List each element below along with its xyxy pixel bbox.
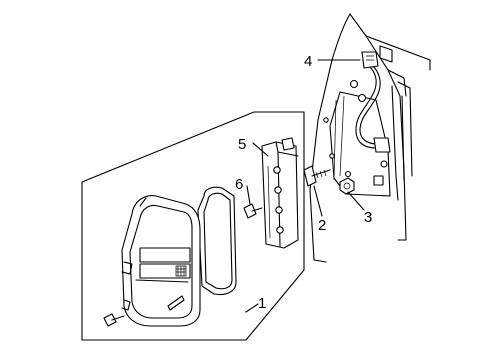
vehicle-body-panel <box>309 13 431 263</box>
callout-5: 5 <box>238 136 246 153</box>
screw-2 <box>303 165 331 187</box>
callout-2: 2 <box>318 217 326 234</box>
callout-4: 4 <box>304 53 312 70</box>
wiring-harness <box>355 51 391 153</box>
gasket <box>197 186 237 296</box>
callout-6: 6 <box>235 176 243 193</box>
callout-labels: 4 5 6 2 3 1 <box>235 53 372 312</box>
lens-screw <box>103 313 125 327</box>
tail-lamp-lens <box>121 195 201 327</box>
callout-1: 1 <box>258 295 266 312</box>
screw-6 <box>243 203 263 219</box>
bulb-socket-plate <box>261 137 299 249</box>
callout-3: 3 <box>364 209 372 226</box>
assembly-bracket-box <box>81 111 305 341</box>
leader-lines <box>245 59 365 313</box>
nut-3 <box>339 177 355 195</box>
